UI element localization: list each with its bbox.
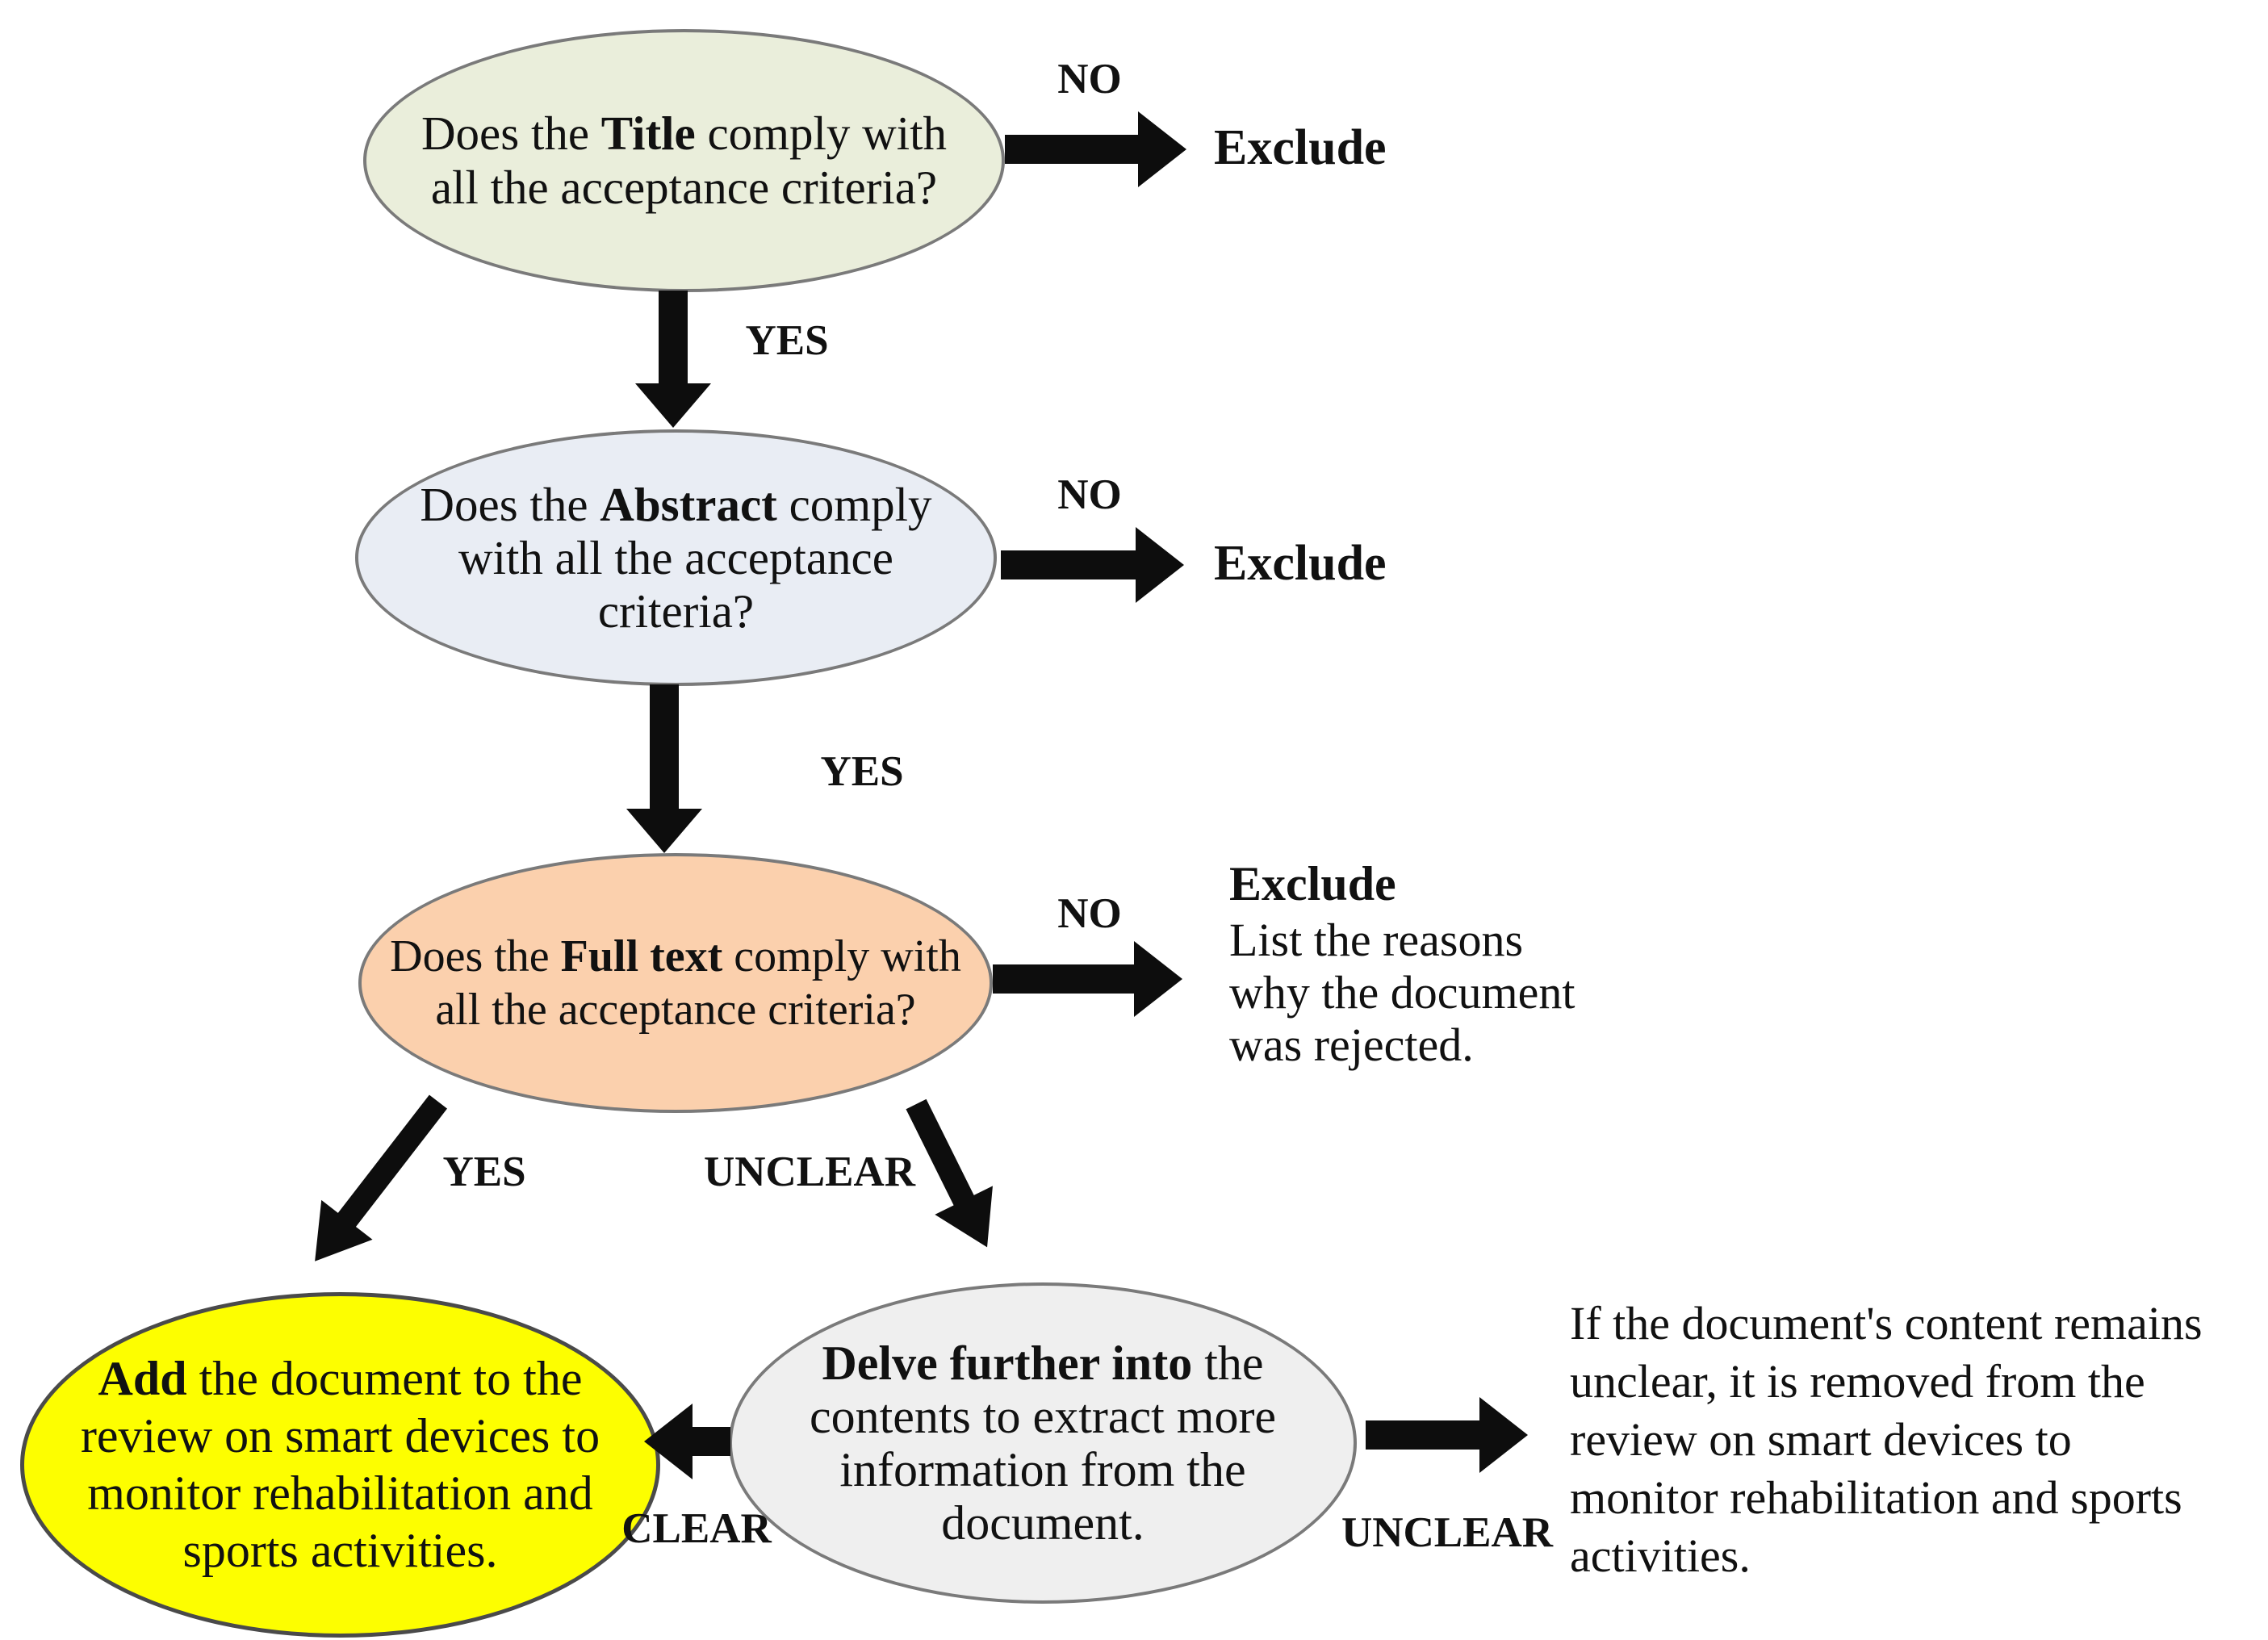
text-segment-bold: Add [98, 1352, 187, 1405]
arrow-shape [644, 1404, 730, 1479]
arrow-no-abstract [1001, 527, 1184, 603]
node-text-line: information from the [810, 1443, 1276, 1496]
edge-label-yes-title: YES [745, 317, 829, 364]
arrow-shape [1005, 111, 1186, 187]
text-segment: criteria? [597, 584, 755, 638]
text-segment: review on smart devices to [80, 1409, 600, 1462]
node-text-line: Add the document to the [81, 1350, 600, 1408]
edge-label-unclear-fulltext: UNCLEAR [703, 1148, 916, 1195]
arrow-clear-delve [644, 1404, 730, 1479]
edge-label-no-abstract: NO [1057, 471, 1122, 518]
text-segment-bold: Abstract [600, 478, 777, 531]
arrow-yes-title [635, 291, 711, 428]
arrow-unclear-delve [1366, 1397, 1528, 1473]
note-line: activities. [1570, 1529, 1751, 1582]
node-text-line: contents to extract more [810, 1390, 1276, 1443]
text-segment-bold: Delve further into [822, 1337, 1193, 1390]
decision-fulltext-ellipse: Does the Full text comply with all the a… [358, 853, 993, 1113]
text-segment-bold: Full text [560, 931, 723, 981]
node-text: Add the document to the review on smart … [81, 1350, 600, 1579]
note-line: If the document's content remains [1570, 1297, 2203, 1349]
node-text-line: review on smart devices to [81, 1408, 600, 1465]
node-text-line: Does the Abstract comply [420, 478, 931, 531]
node-text-line: Does the Title comply with [421, 107, 947, 161]
arrow-shape [315, 1094, 448, 1261]
outcome-exclude-fulltext-line: List the reasons [1229, 914, 1524, 966]
text-segment: monitor rehabilitation and [87, 1466, 593, 1520]
edge-label-clear-delve: CLEAR [621, 1505, 772, 1552]
outcome-exclude-title: Exclude [1214, 120, 1387, 175]
outcome-add-ellipse: Add the document to the review on smart … [20, 1292, 660, 1638]
outcome-exclude-fulltext-line: why the document [1229, 966, 1575, 1019]
node-text: Does the Full text comply with all the a… [390, 930, 961, 1036]
action-delve-ellipse: Delve further into the contents to extra… [729, 1282, 1357, 1604]
node-text-line: all the acceptance criteria? [421, 161, 947, 215]
text-segment: Does the [421, 107, 601, 160]
arrow-yes-abstract [626, 684, 702, 853]
arrow-unclear-fulltext [906, 1098, 993, 1248]
edge-label-yes-abstract: YES [820, 748, 904, 795]
outcome-exclude-fulltext-block: Exclude List the reasons why the documen… [1229, 854, 1575, 1071]
node-text: Delve further into the contents to extra… [810, 1337, 1276, 1550]
text-segment: all the acceptance criteria? [435, 985, 916, 1035]
arrow-shape [993, 941, 1182, 1017]
text-segment: information from the [839, 1443, 1246, 1496]
arrow-shape [1001, 527, 1184, 603]
node-text-line: with all the acceptance [420, 531, 931, 584]
text-segment: document. [941, 1496, 1144, 1550]
arrow-no-fulltext [993, 941, 1182, 1017]
text-segment: Does the [390, 931, 561, 981]
edge-label-no-fulltext: NO [1057, 890, 1122, 937]
text-segment: contents to extract more [809, 1390, 1277, 1443]
outcome-exclude-abstract: Exclude [1214, 536, 1387, 591]
arrow-shape [906, 1098, 993, 1248]
node-text-line: Does the Full text comply with [390, 930, 961, 983]
text-segment: comply with [695, 107, 948, 160]
note-line: unclear, it is removed from the [1570, 1355, 2145, 1408]
note-line: monitor rehabilitation and sports [1570, 1471, 2182, 1524]
text-segment: with all the acceptance [458, 531, 893, 584]
text-segment: sports activities. [182, 1524, 498, 1577]
outcome-exclude-fulltext-line: was rejected. [1229, 1019, 1474, 1071]
arrow-shape [635, 291, 711, 428]
text-segment: comply with [722, 931, 961, 981]
arrow-no-title [1005, 111, 1186, 187]
note-line: review on smart devices to [1570, 1413, 2072, 1466]
node-text-line: document. [810, 1496, 1276, 1550]
node-text-line: Delve further into the [810, 1337, 1276, 1390]
text-segment: the document to the [186, 1352, 583, 1405]
node-text-line: all the acceptance criteria? [390, 983, 961, 1036]
edge-label-unclear-delve: UNCLEAR [1341, 1509, 1554, 1556]
text-segment: Does the [420, 478, 600, 531]
node-text: Does the Abstract comply with all the ac… [420, 478, 931, 638]
arrow-yes-fulltext [315, 1094, 448, 1261]
edge-label-yes-fulltext: YES [442, 1148, 526, 1195]
text-segment: the [1192, 1337, 1264, 1390]
arrow-shape [626, 684, 702, 853]
text-segment: all the acceptance criteria? [430, 161, 938, 214]
outcome-exclude-fulltext-heading: Exclude [1229, 857, 1396, 910]
node-text-line: criteria? [420, 584, 931, 638]
edge-label-no-title: NO [1057, 56, 1122, 102]
decision-title-ellipse: Does the Title comply with all the accep… [363, 29, 1005, 292]
outcome-unclear-note: If the document's content remains unclea… [1570, 1295, 2203, 1585]
node-text-line: monitor rehabilitation and [81, 1465, 600, 1522]
text-segment: comply [776, 478, 932, 531]
text-segment-bold: Title [600, 107, 696, 160]
node-text: Does the Title comply with all the accep… [421, 107, 947, 215]
decision-abstract-ellipse: Does the Abstract comply with all the ac… [355, 429, 997, 686]
arrow-shape [1366, 1397, 1528, 1473]
node-text-line: sports activities. [81, 1522, 600, 1579]
